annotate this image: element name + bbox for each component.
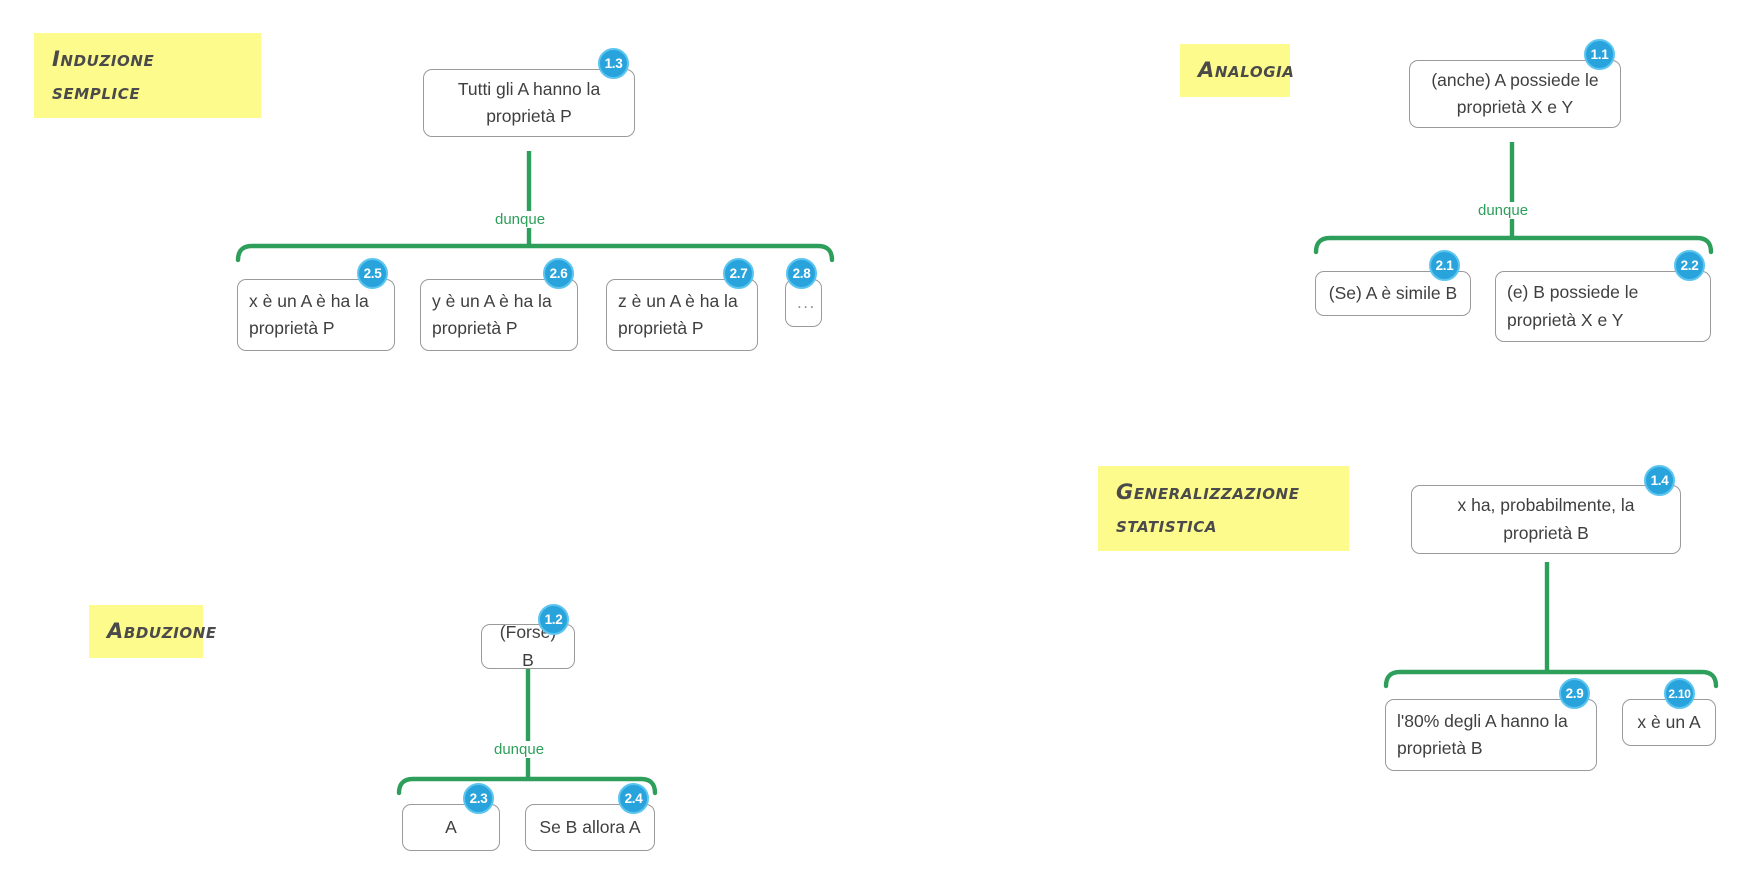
section-title-analogia: Analogia [1180, 44, 1294, 97]
node-1-2[interactable]: (Forse) B [481, 622, 575, 670]
node-text: y è un A è ha la proprietà P [432, 290, 552, 338]
badge-2-10[interactable]: 2.10 [1664, 678, 1695, 709]
connector-induzione [235, 151, 835, 263]
connector-abduzione [396, 668, 658, 796]
badge-1-2[interactable]: 1.2 [538, 604, 569, 635]
node-2-7[interactable]: z è un A è ha la proprietà P [606, 279, 758, 351]
badge-2-6[interactable]: 2.6 [543, 258, 574, 289]
node-text: x ha, probabilmente, la proprietà B [1457, 495, 1635, 543]
node-2-2[interactable]: (e) B possiede le proprietà X e Y [1495, 271, 1711, 342]
node-text: Tutti gli A hanno la proprietà P [457, 78, 601, 126]
badge-1-1[interactable]: 1.1 [1584, 39, 1615, 70]
badge-2-9[interactable]: 2.9 [1559, 678, 1590, 709]
node-1-4[interactable]: x ha, probabilmente, la proprietà B [1411, 485, 1681, 554]
node-2-5[interactable]: x è un A è ha la proprietà P [237, 279, 395, 351]
badge-2-2[interactable]: 2.2 [1674, 250, 1705, 281]
node-1-3[interactable]: Tutti gli A hanno la proprietà P [423, 69, 635, 137]
badge-1-4[interactable]: 1.4 [1644, 465, 1675, 496]
section-title-abduzione: Abduzione [89, 605, 216, 658]
connector-generalizzazione [1383, 562, 1719, 689]
badge-2-3[interactable]: 2.3 [463, 783, 494, 814]
section-title-induzione: Induzione semplice [34, 33, 261, 119]
badge-2-8[interactable]: 2.8 [786, 258, 817, 289]
connector-label-induzione: dunque [490, 211, 551, 228]
node-text: z è un A è ha la proprietà P [618, 290, 738, 338]
section-title-generalizzazione: Generalizzazione statistica [1098, 466, 1349, 552]
badge-2-7[interactable]: 2.7 [723, 258, 754, 289]
badge-2-5[interactable]: 2.5 [357, 258, 388, 289]
badge-1-3[interactable]: 1.3 [598, 48, 629, 79]
node-text: x è un A [1637, 711, 1701, 732]
node-text: (e) B possiede le proprietà X e Y [1507, 282, 1639, 330]
connector-label-abduzione: dunque [489, 741, 550, 758]
node-text: l'80% degli A hanno la proprietà B [1397, 710, 1568, 758]
connector-analogia [1313, 142, 1714, 255]
node-text: A [445, 816, 457, 837]
node-text: x è un A è ha la proprietà P [249, 290, 369, 338]
node-text: (Se) A è simile B [1328, 282, 1458, 303]
node-text: Se B allora A [539, 816, 641, 837]
badge-2-4[interactable]: 2.4 [618, 783, 649, 814]
node-text: (anche) A possiede le proprietà X e Y [1431, 69, 1599, 117]
node-2-9[interactable]: l'80% degli A hanno la proprietà B [1385, 699, 1597, 771]
connector-label-analogia: dunque [1473, 202, 1534, 219]
node-2-6[interactable]: y è un A è ha la proprietà P [420, 279, 578, 351]
node-1-1[interactable]: (anche) A possiede le proprietà X e Y [1409, 60, 1621, 128]
node-2-10[interactable]: x è un A [1622, 699, 1716, 746]
badge-2-1[interactable]: 2.1 [1429, 250, 1460, 281]
node-text: ... [797, 292, 816, 312]
